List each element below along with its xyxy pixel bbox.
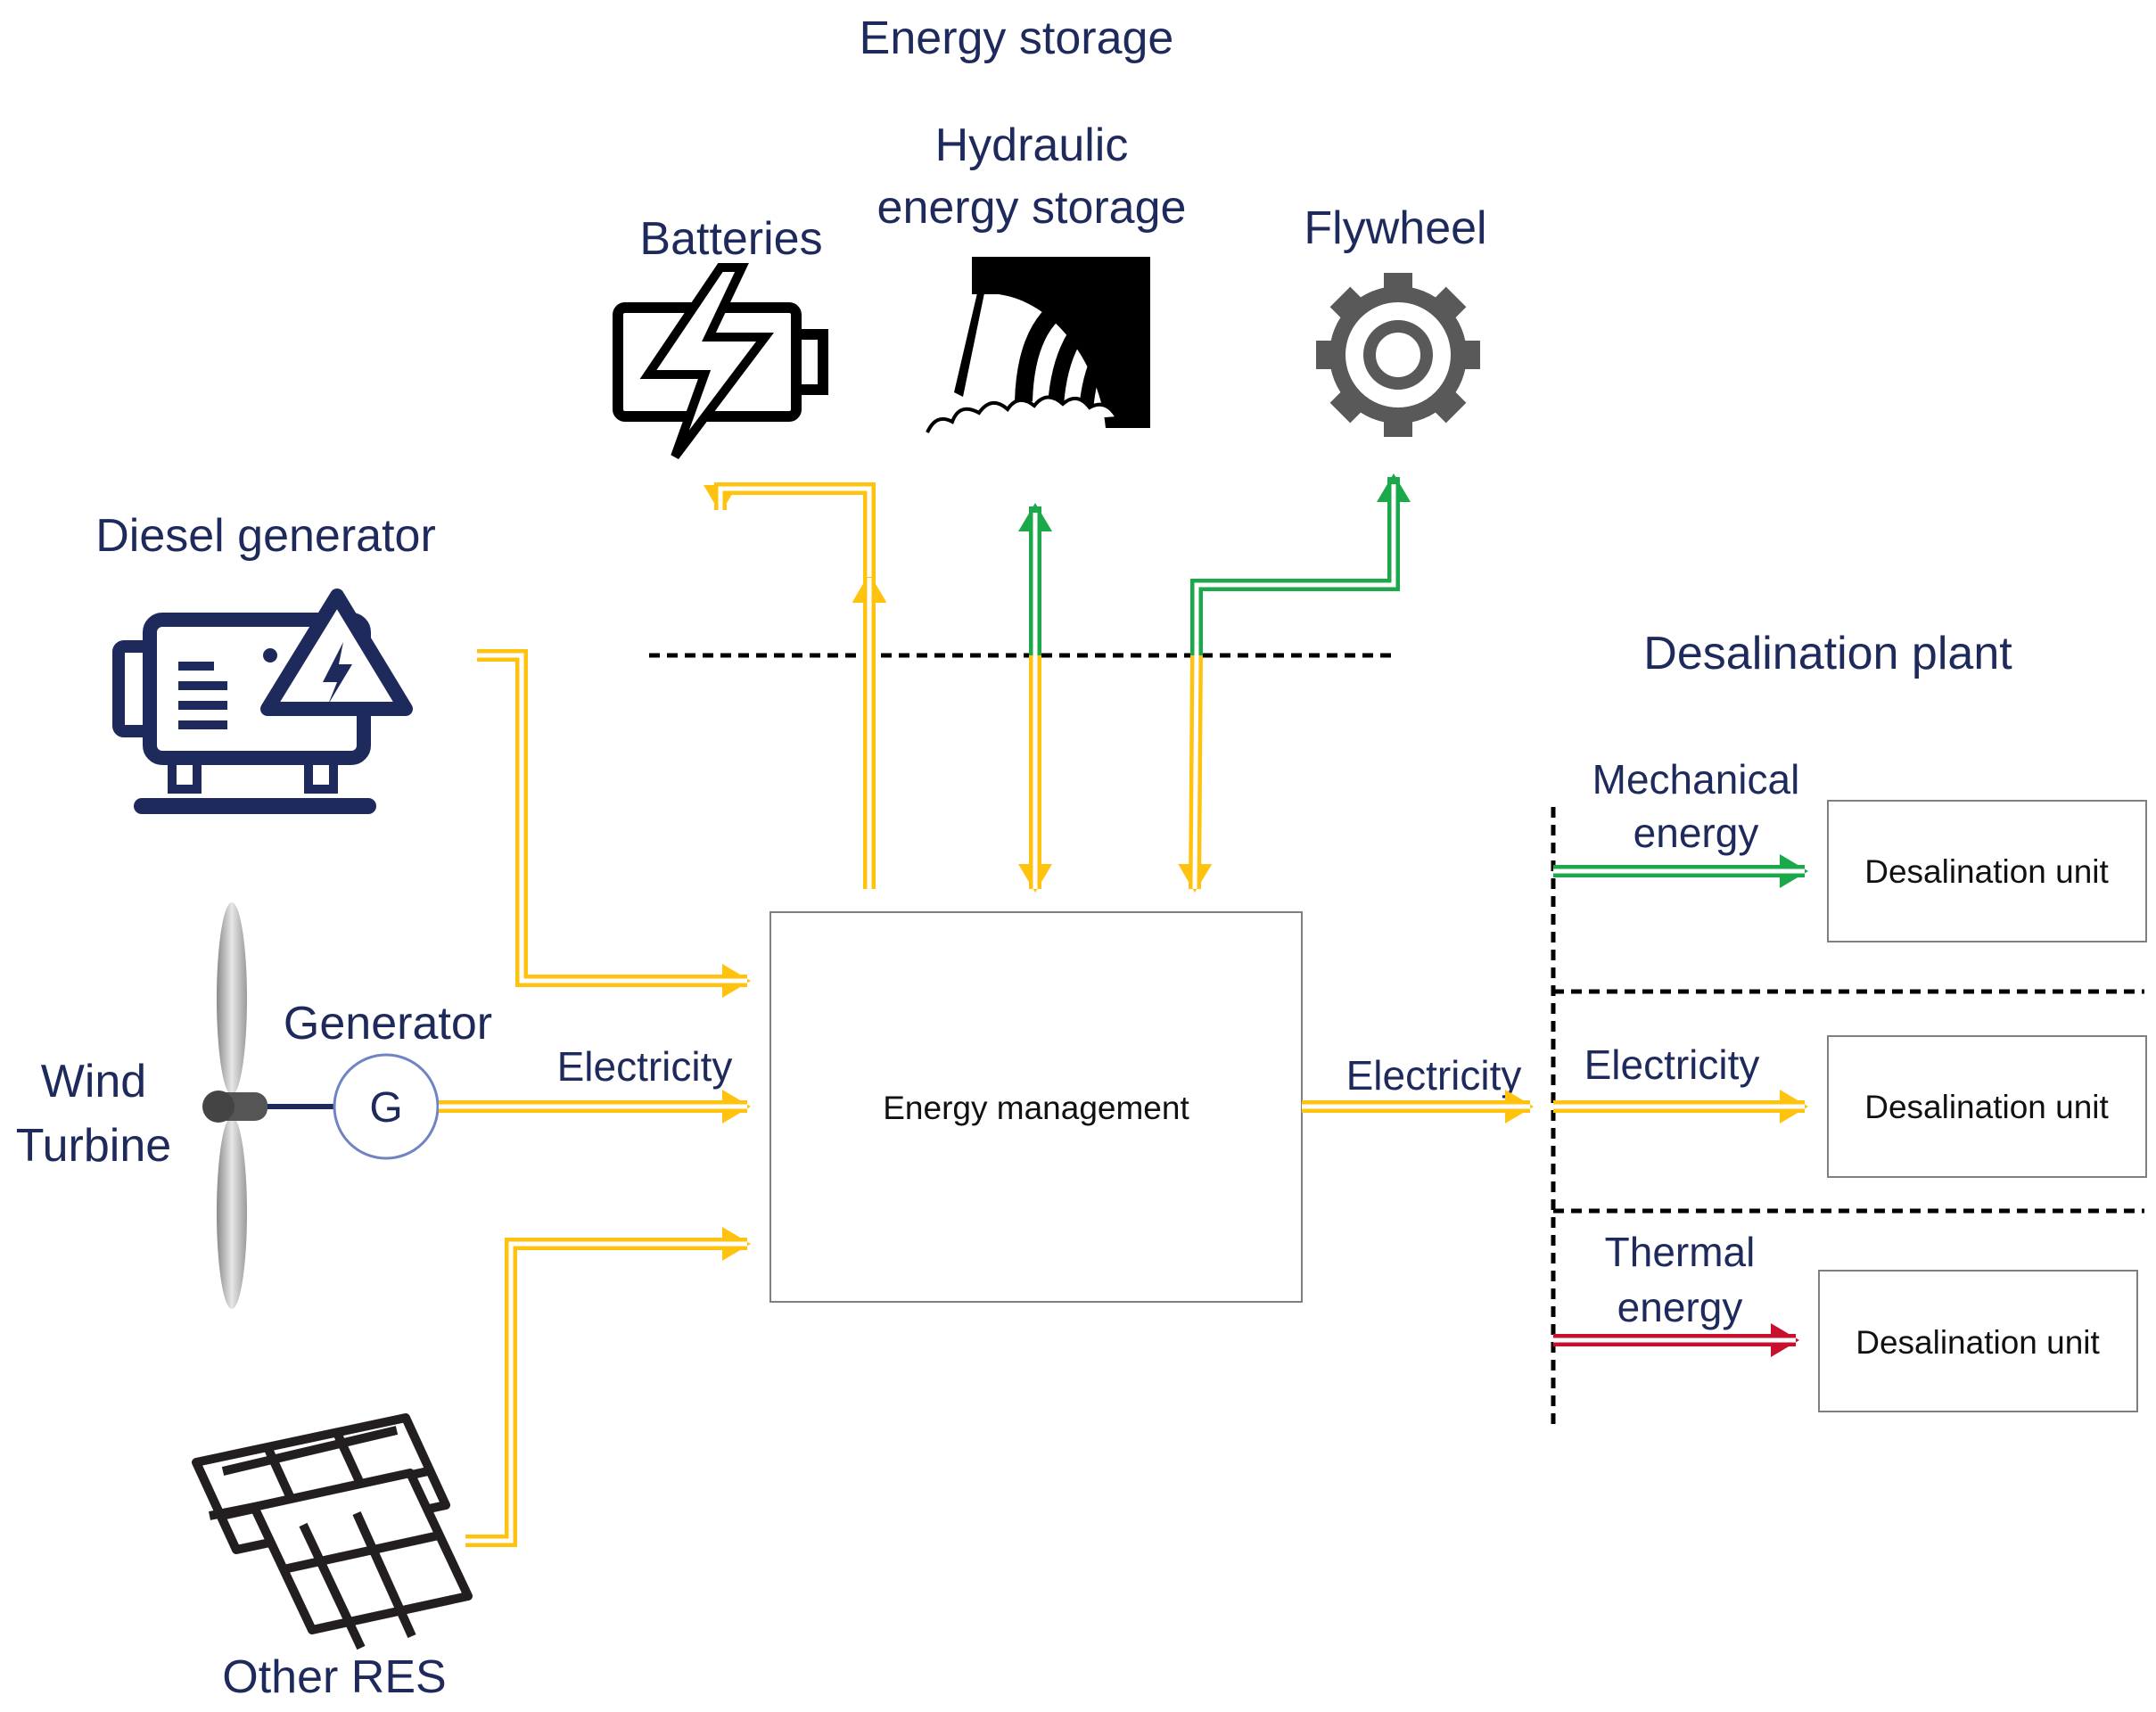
desalination-unit-box-mechanical [1827,800,2147,942]
thermal-energy-label-line2: energy [1617,1284,1743,1330]
electricity-plant-label: Electricity [1584,1041,1760,1088]
other-res-label: Other RES [222,1651,446,1703]
gear-tooth [1329,286,1370,326]
desalination-unit-box-electricity [1827,1035,2147,1178]
hydraulic-label-line1: Hydraulic [935,119,1129,171]
dam-icon [926,257,1150,433]
gear-tooth [1427,286,1467,326]
desalination-unit-label-mechanical: Desalination unit [1864,853,2109,890]
mechanical-energy-label-line1: Mechanical [1592,756,1800,802]
desalination-unit-box-thermal [1818,1270,2138,1412]
electricity-output-label: Electricity [1346,1052,1522,1099]
energy-management-label: Energy management [883,1090,1189,1126]
generator-letter: G [369,1084,402,1132]
desalination-unit-label-thermal: Desalination unit [1856,1324,2100,1361]
generator-symbol: G [333,1053,440,1160]
flow-diesel-to-management [477,649,751,998]
mechanical-energy-label-line2: energy [1633,810,1759,856]
diesel-generator-icon [112,588,413,814]
flow-batteries-management [704,482,886,889]
flow-other-res-to-management [465,1227,751,1547]
gear-icon [1316,273,1480,437]
wind-turbine-icon [202,902,337,1309]
diesel-generator-label: Diesel generator [95,510,436,562]
desalination-unit-label-electricity: Desalination unit [1864,1089,2109,1125]
wind-turbine-label-line1: Wind [41,1056,146,1107]
hydraulic-label-line2: energy storage [877,182,1187,234]
solar-panel-icon [192,1413,473,1650]
gear-tooth [1329,383,1370,424]
desalination-plant-title: Desalination plant [1643,628,2012,679]
energy-management-box [769,911,1303,1303]
gear-tooth [1427,383,1467,424]
batteries-label: Batteries [639,213,822,265]
energy-storage-title: Energy storage [860,12,1174,64]
battery-icon [613,263,828,460]
thermal-energy-label-line1: Thermal [1605,1229,1756,1275]
generator-label: Generator [284,998,492,1049]
flywheel-label: Flywheel [1304,202,1486,254]
electricity-input-label: Electricity [557,1043,733,1090]
wind-turbine-label-line2: Turbine [16,1120,171,1172]
flow-flywheel-management [1178,473,1411,893]
